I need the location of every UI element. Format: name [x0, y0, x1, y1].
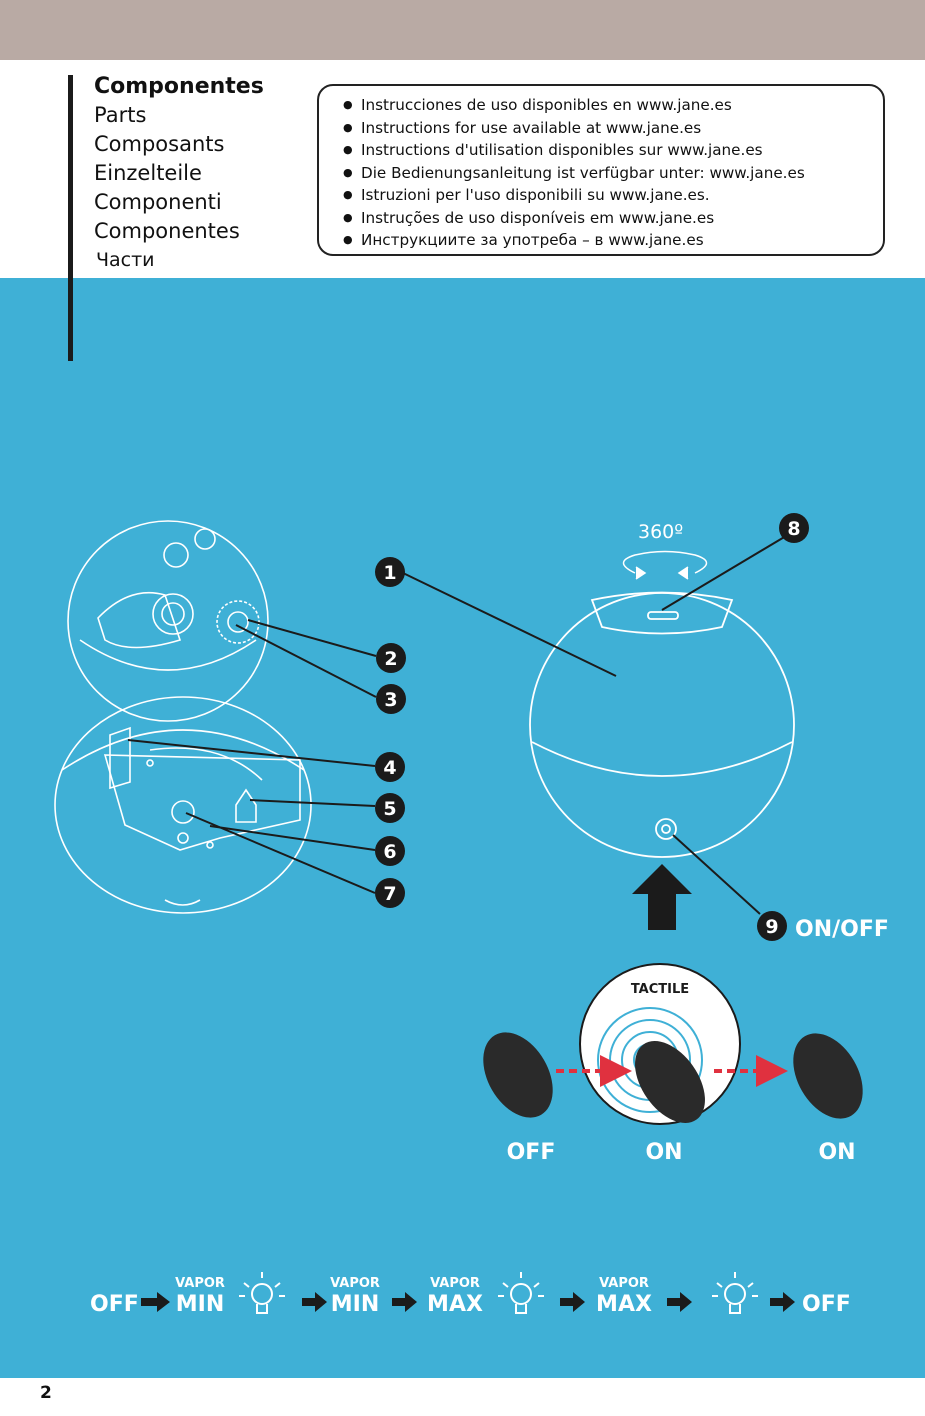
- callout-2: 2: [376, 643, 406, 673]
- instructions-item: Инструкциите за употреба – в www.jane.es: [343, 229, 883, 252]
- mode-sequence: OFF VAPOR MIN VAPOR MIN VAPOR MAX: [90, 1272, 851, 1317]
- state-label-on: ON: [818, 1140, 855, 1165]
- vapor-label: VAPOR: [430, 1276, 480, 1291]
- heading-russian: Части: [96, 249, 155, 271]
- finger-icon: [635, 1041, 705, 1123]
- callout-4: 4: [375, 752, 405, 782]
- onoff-label: ON/OFF: [795, 917, 889, 942]
- arrow-right-icon: [560, 1292, 585, 1312]
- callout-9-label: 9: [765, 916, 778, 938]
- top-band: [0, 0, 925, 60]
- lightbulb-icon: [239, 1272, 285, 1314]
- mode-off: OFF: [90, 1292, 139, 1317]
- instructions-box: Instrucciones de uso disponibles en www.…: [317, 84, 885, 256]
- arrow-right-icon: [667, 1292, 692, 1312]
- callout-5-label: 5: [383, 798, 396, 820]
- mode-max: MAX: [596, 1292, 652, 1317]
- callout-7-label: 7: [383, 883, 396, 905]
- mode-max: MAX: [427, 1292, 483, 1317]
- humidifier-sphere: [529, 591, 795, 858]
- arrow-right-icon: [392, 1292, 417, 1312]
- vapor-label: VAPOR: [330, 1276, 380, 1291]
- arrow-right-icon: [302, 1292, 327, 1312]
- callout-8: 8: [779, 513, 809, 543]
- heading-german: Einzelteile: [94, 161, 202, 185]
- blue-background: [0, 278, 925, 1378]
- finger-icon: [793, 1033, 863, 1119]
- callout-8-label: 8: [787, 518, 800, 540]
- components-heading: Componentes Parts Composants Einzelteile…: [94, 72, 264, 275]
- callout-3: 3: [376, 684, 406, 714]
- mode-min: MIN: [331, 1292, 380, 1317]
- callout-1-label: 1: [383, 562, 396, 584]
- base-view: [54, 696, 312, 914]
- callout-6-label: 6: [383, 841, 396, 863]
- instructions-item: Instruções de uso disponíveis em www.jan…: [343, 207, 883, 230]
- lightbulb-icon: [498, 1272, 544, 1314]
- callout-3-label: 3: [384, 689, 397, 711]
- callout-2-label: 2: [384, 648, 397, 670]
- arrow-right-icon: [770, 1292, 795, 1312]
- tactile-label: TACTILE: [631, 982, 689, 997]
- heading-italian: Componenti: [94, 190, 222, 214]
- touch-sequence: TACTILE OFF ON ON: [483, 963, 863, 1165]
- mode-min: MIN: [176, 1292, 225, 1317]
- leader-lines: [127, 535, 787, 915]
- finger-icon: [483, 1032, 553, 1118]
- callout-9: 9: [757, 911, 787, 941]
- section-divider: [68, 75, 73, 361]
- state-label-off: OFF: [507, 1140, 556, 1165]
- up-arrow-icon: [632, 864, 692, 930]
- state-label-on: ON: [645, 1140, 682, 1165]
- vapor-label: VAPOR: [175, 1276, 225, 1291]
- lid-top-view: [67, 520, 269, 722]
- rotation-arrows: [622, 550, 708, 580]
- mode-off: OFF: [802, 1292, 851, 1317]
- lightbulb-icon: [712, 1272, 758, 1314]
- instructions-item: Instrucciones de uso disponibles en www.…: [343, 94, 883, 117]
- instructions-item: Instructions d'utilisation disponibles s…: [343, 139, 883, 162]
- instructions-item: Istruzioni per l'uso disponibili su www.…: [343, 184, 883, 207]
- heading-french: Composants: [94, 132, 225, 156]
- instructions-item: Die Bedienungsanleitung ist verfügbar un…: [343, 162, 883, 185]
- instructions-item: Instructions for use available at www.ja…: [343, 117, 883, 140]
- callout-6: 6: [375, 836, 405, 866]
- callout-5: 5: [375, 793, 405, 823]
- page-number: 2: [40, 1383, 52, 1403]
- arrow-right-icon: [141, 1292, 170, 1312]
- heading-spanish: Componentes: [94, 74, 264, 99]
- callout-1: 1: [375, 557, 405, 587]
- callout-4-label: 4: [383, 757, 396, 779]
- callout-7: 7: [375, 878, 405, 908]
- rotation-label: 360º: [638, 521, 683, 543]
- heading-english: Parts: [94, 103, 147, 127]
- heading-portuguese: Componentes: [94, 219, 240, 243]
- vapor-label: VAPOR: [599, 1276, 649, 1291]
